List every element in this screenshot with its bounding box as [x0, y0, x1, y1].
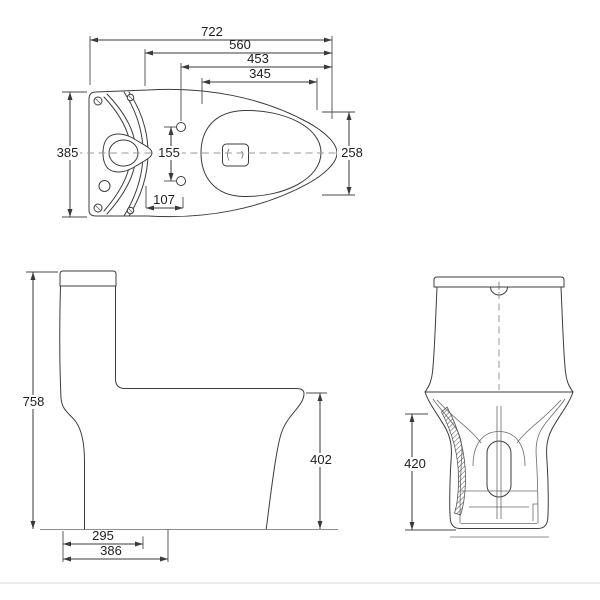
front-view: 420 — [398, 276, 574, 538]
front-interior-section — [432, 398, 566, 524]
dim-label-107: 107 — [153, 192, 175, 207]
side-back-profile — [59, 285, 85, 530]
dim-label-345: 345 — [249, 66, 271, 81]
dim-label-420: 420 — [404, 456, 426, 471]
bolt-hole-bottom — [176, 176, 186, 186]
top-outer-outline — [88, 88, 338, 218]
front-view-dimensions: 420 — [398, 413, 456, 531]
front-tank-lid — [433, 276, 565, 288]
dim-label-453: 453 — [247, 51, 269, 66]
bolt-hole-top — [176, 122, 186, 132]
seat-hinge — [222, 143, 249, 167]
side-view-dimensions: 758 402 295 386 — [18, 271, 337, 562]
dim-label-758: 758 — [23, 394, 45, 409]
front-tank-left-edge — [424, 286, 438, 393]
dim-label-155: 155 — [158, 145, 180, 160]
dim-label-722: 722 — [201, 24, 223, 39]
top-view: 722 560 453 345 385 155 107 258 — [55, 24, 366, 218]
trapway-hatch-band — [441, 406, 466, 516]
dim-label-386: 386 — [100, 543, 122, 558]
tank-small-hole — [98, 180, 111, 192]
dim-label-402: 402 — [310, 452, 332, 467]
top-view-dimensions: 722 560 453 345 385 155 107 258 — [55, 24, 366, 218]
trapway-capsule — [486, 440, 512, 498]
side-view: 758 402 295 386 — [18, 270, 338, 562]
front-pedestal-outline — [424, 391, 574, 529]
front-tank-right-edge — [560, 286, 574, 393]
dim-label-258: 258 — [341, 145, 363, 160]
dim-label-295: 295 — [92, 528, 114, 543]
dim-label-560: 560 — [229, 37, 251, 52]
side-front-profile — [115, 285, 305, 530]
side-tank-lid — [59, 270, 117, 287]
tank-corner-screws — [93, 93, 135, 215]
dim-label-385: 385 — [57, 145, 79, 160]
